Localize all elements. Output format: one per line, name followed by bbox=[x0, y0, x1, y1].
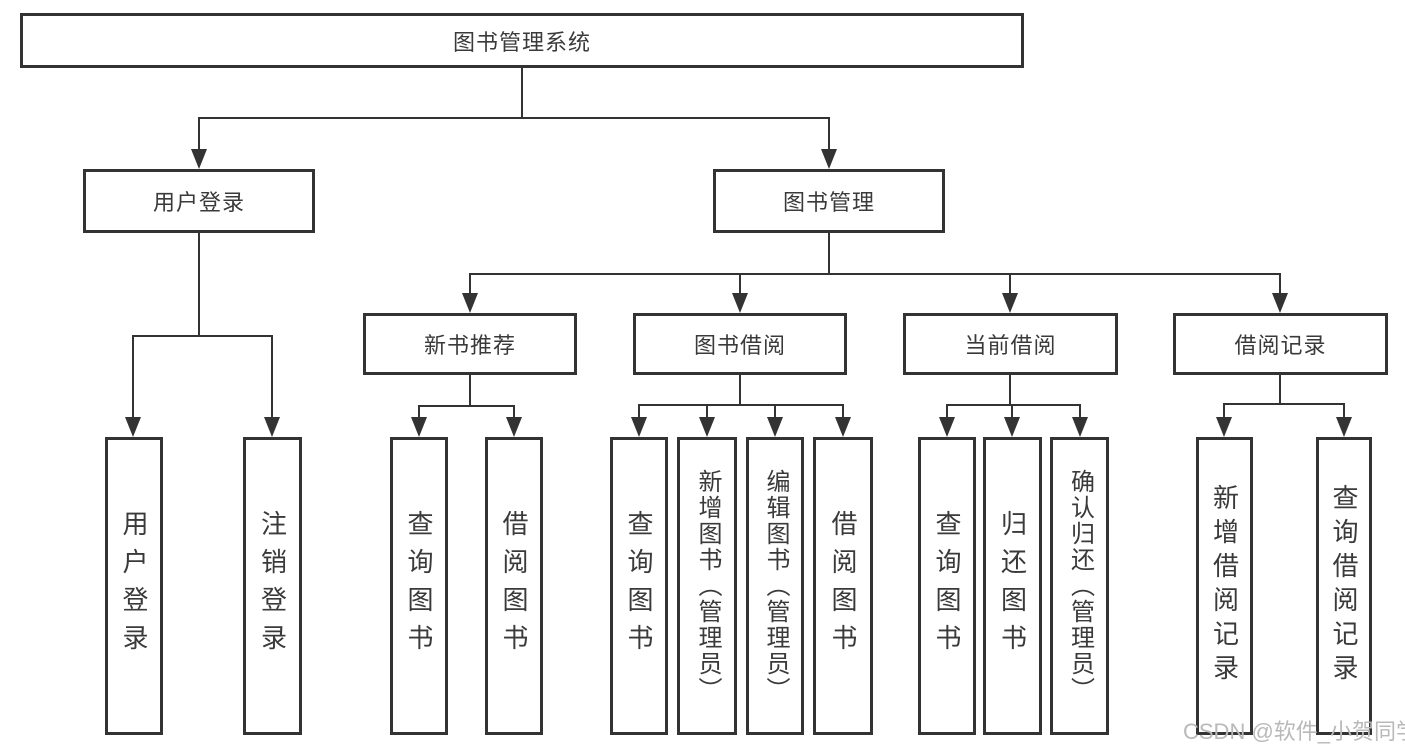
arrow-down-icon bbox=[506, 417, 522, 437]
connector-line bbox=[1009, 273, 1011, 309]
leaf-label: 查询图书 bbox=[624, 510, 654, 662]
leaf-label: 编辑图书（管理员） bbox=[762, 469, 789, 703]
leaf-label: 借阅图书 bbox=[828, 510, 858, 662]
connector-line bbox=[132, 335, 273, 337]
connector-line bbox=[132, 335, 134, 433]
node-label: 借阅记录 bbox=[1234, 333, 1327, 358]
arrow-down-icon bbox=[411, 417, 427, 437]
arrow-down-icon bbox=[699, 417, 715, 437]
arrow-down-icon bbox=[821, 149, 837, 169]
connector-line bbox=[946, 404, 1081, 406]
connector-line bbox=[198, 117, 200, 165]
leaf-label: 查询图书 bbox=[932, 510, 962, 662]
leaf-label: 借阅图书 bbox=[499, 510, 529, 662]
node-label: 图书管理系统 bbox=[452, 29, 591, 55]
connector-line bbox=[1009, 375, 1011, 404]
node-label: 当前借阅 bbox=[964, 333, 1057, 358]
connector-line bbox=[638, 404, 844, 406]
leaf-query-borrow-record: 查询借阅记录 bbox=[1316, 437, 1372, 735]
leaf-query-books-current: 查询图书 bbox=[918, 437, 976, 735]
connector-line bbox=[271, 335, 273, 433]
leaf-confirm-return-admin: 确认归还（管理员） bbox=[1050, 437, 1109, 735]
leaf-label: 归还图书 bbox=[997, 510, 1028, 662]
leaf-edit-books-admin: 编辑图书（管理员） bbox=[746, 437, 804, 735]
connector-line bbox=[418, 405, 515, 407]
connector-line bbox=[469, 273, 1281, 275]
arrow-down-icon bbox=[1272, 293, 1288, 313]
connector-line bbox=[198, 117, 830, 119]
arrow-down-icon bbox=[1216, 417, 1232, 437]
leaf-logout: 注销登录 bbox=[243, 437, 302, 735]
node-label: 图书管理 bbox=[782, 190, 875, 215]
arrow-down-icon bbox=[1004, 417, 1020, 437]
node-label: 图书借阅 bbox=[693, 333, 786, 358]
connector-line bbox=[1223, 403, 1345, 405]
connector-line bbox=[739, 273, 741, 309]
leaf-user-login: 用户登录 bbox=[105, 437, 163, 735]
arrow-down-icon bbox=[1336, 417, 1352, 437]
arrow-down-icon bbox=[191, 149, 207, 169]
leaf-add-borrow-record: 新增借阅记录 bbox=[1196, 437, 1253, 735]
node-current-borrowing: 当前借阅 bbox=[903, 313, 1118, 375]
arrow-down-icon bbox=[631, 417, 647, 437]
arrow-down-icon bbox=[462, 293, 478, 313]
connector-line bbox=[469, 273, 471, 309]
node-book-management: 图书管理 bbox=[713, 169, 945, 233]
leaf-label: 用户登录 bbox=[119, 510, 149, 662]
arrow-down-icon bbox=[939, 417, 955, 437]
leaf-label: 查询借阅记录 bbox=[1329, 484, 1359, 688]
node-borrowing-records: 借阅记录 bbox=[1173, 313, 1388, 375]
arrow-down-icon bbox=[125, 417, 141, 437]
connector-line bbox=[828, 233, 830, 273]
connector-line bbox=[1279, 273, 1281, 309]
leaf-label: 新增图书（管理员） bbox=[694, 469, 721, 703]
connector-line bbox=[198, 233, 200, 335]
node-label: 用户登录 bbox=[152, 190, 245, 215]
leaf-add-books-admin: 新增图书（管理员） bbox=[677, 437, 737, 735]
leaf-query-books-recommend: 查询图书 bbox=[390, 437, 448, 735]
leaf-label: 注销登录 bbox=[257, 510, 288, 662]
arrow-down-icon bbox=[732, 293, 748, 313]
arrow-down-icon bbox=[1002, 293, 1018, 313]
connector-line bbox=[1279, 375, 1281, 403]
leaf-label: 确认归还（管理员） bbox=[1066, 469, 1094, 703]
leaf-borrow-books-recommend: 借阅图书 bbox=[485, 437, 543, 735]
node-label: 新书推荐 bbox=[423, 333, 516, 358]
connector-line bbox=[469, 375, 471, 405]
arrow-down-icon bbox=[1072, 417, 1088, 437]
leaf-query-books-borrowing: 查询图书 bbox=[610, 437, 668, 735]
csdn-watermark: CSDN @软件_小贺同学 bbox=[1183, 719, 1405, 744]
connector-line bbox=[828, 117, 830, 165]
arrow-down-icon bbox=[767, 417, 783, 437]
arrow-down-icon bbox=[835, 417, 851, 437]
node-user-login: 用户登录 bbox=[83, 169, 315, 233]
connector-line bbox=[739, 375, 741, 404]
node-new-book-recommend: 新书推荐 bbox=[363, 313, 577, 375]
connector-line bbox=[521, 68, 523, 119]
node-library-management-system: 图书管理系统 bbox=[20, 13, 1024, 68]
leaf-borrow-books: 借阅图书 bbox=[813, 437, 873, 735]
arrow-down-icon bbox=[264, 417, 280, 437]
leaf-return-books: 归还图书 bbox=[983, 437, 1042, 735]
leaf-label: 新增借阅记录 bbox=[1209, 484, 1240, 688]
node-book-borrowing: 图书借阅 bbox=[633, 313, 847, 375]
leaf-label: 查询图书 bbox=[404, 510, 434, 662]
